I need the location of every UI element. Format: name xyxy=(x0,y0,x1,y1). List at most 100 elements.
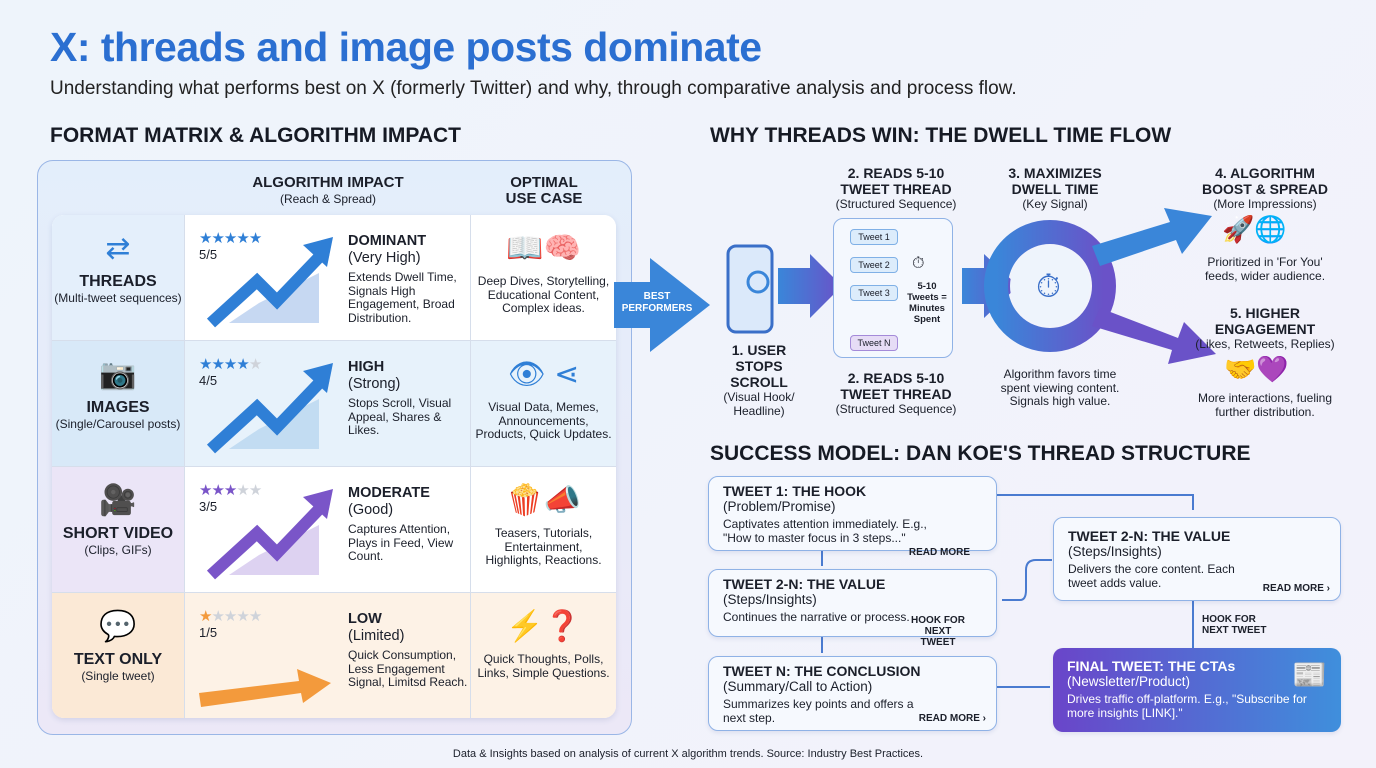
format-row-threads: ⇄ THREADS(Multi-tweet sequences) ★★★★★5/5… xyxy=(52,215,616,341)
mini-tweet-2: Tweet 2 xyxy=(850,257,898,273)
star-empty-icon: ★ xyxy=(236,608,249,625)
popcorn-megaphone-icon: 🍿📣 xyxy=(506,484,581,517)
flow-step-3-note: Algorithm favors time spent viewing cont… xyxy=(1000,367,1120,408)
star-empty-icon: ★ xyxy=(248,482,262,499)
model-tweet-value-right: TWEET 2-N: THE VALUE(Steps/Insights)Deli… xyxy=(1053,517,1341,601)
rating-stars: ★★★★★ xyxy=(199,229,262,247)
stopwatch-chart-icon: ⏱ xyxy=(1036,268,1061,304)
trend-arrow-icon xyxy=(206,363,333,454)
flow-heading: WHY THREADS WIN: THE DWELL TIME FLOW xyxy=(710,124,1172,147)
format-sub: (Single/Carousel posts) xyxy=(55,417,181,431)
format-name: SHORT VIDEO xyxy=(62,525,174,542)
model-tweet-conclusion: TWEET N: THE CONCLUSION(Summary/Call to … xyxy=(708,656,997,731)
star-filled-icon: ★ xyxy=(223,482,237,499)
trend-arrow-icon xyxy=(206,237,333,328)
star-filled-icon: ★ xyxy=(248,230,262,247)
use-case-text: Teasers, Tutorials, Entertainment, Highl… xyxy=(485,526,602,567)
star-filled-icon: ★ xyxy=(199,230,212,247)
thread-sequence-card: Tweet 1 Tweet 2 Tweet 3 Tweet N ⏱ 5-10 T… xyxy=(833,218,953,358)
impact-level: DOMINANT(Very High) xyxy=(348,233,427,266)
usecase-header-line1: OPTIMAL xyxy=(510,174,578,191)
speech-bubble-icon: 💬 xyxy=(99,610,137,643)
star-empty-icon: ★ xyxy=(248,608,262,625)
flow-step-3: 3. MAXIMIZES DWELL TIME(Key Signal) xyxy=(1008,165,1102,211)
flow-step-4-note: Prioritized in 'For You' feeds, wider au… xyxy=(1204,255,1326,283)
mini-tweet-n: Tweet N xyxy=(850,335,898,351)
format-sub: (Multi-tweet sequences) xyxy=(54,291,182,305)
rating-score: 4/5 xyxy=(199,373,218,388)
flow-step-1: 1. USER STOPS SCROLL(Visual Hook/ Headli… xyxy=(723,342,795,418)
format-name: IMAGES xyxy=(86,399,150,416)
star-empty-icon: ★ xyxy=(211,608,224,625)
page-subtitle: Understanding what performs best on X (f… xyxy=(50,78,1017,99)
hook-next-tweet-label: HOOK FOR NEXT TWEET xyxy=(1202,614,1267,636)
impact-level: LOW(Limited) xyxy=(348,611,405,644)
impact-description: Captures Attention, Plays in Feed, View … xyxy=(348,522,454,563)
star-filled-icon: ★ xyxy=(236,230,249,247)
flat-arrow-icon xyxy=(199,669,331,707)
read-more-link[interactable]: READ MORE xyxy=(908,547,970,558)
star-filled-icon: ★ xyxy=(223,356,237,373)
flow-step-2-bottom: 2. READS 5-10 TWEET THREAD(Structured Se… xyxy=(835,370,957,416)
impact-description: Stops Scroll, Visual Appeal, Shares & Li… xyxy=(348,396,452,437)
thread-flow-icon: ⇄ xyxy=(105,232,131,265)
stopwatch-icon: ⏱ xyxy=(912,255,925,272)
star-filled-icon: ★ xyxy=(199,482,212,499)
use-case-text: Deep Dives, Storytelling, Educational Co… xyxy=(477,274,610,315)
star-filled-icon: ★ xyxy=(199,356,212,373)
handshake-heart-icon: 🤝💜 xyxy=(1224,354,1289,384)
best-performers-arrow xyxy=(614,258,710,352)
hook-next-tweet-label: HOOK FOR NEXT TWEET xyxy=(911,615,965,648)
impact-header-label: ALGORITHM IMPACT xyxy=(252,174,404,191)
model-tweet-hook: TWEET 1: THE HOOK(Problem/Promise)Captiv… xyxy=(708,476,997,558)
star-filled-icon: ★ xyxy=(211,356,224,373)
camera-icon: 📷 xyxy=(99,358,137,391)
star-empty-icon: ★ xyxy=(223,608,237,625)
read-more-link[interactable]: READ MORE › xyxy=(918,713,986,724)
impact-level: HIGH(Strong) xyxy=(348,359,401,392)
impact-description: Quick Consumption, Less Engagement Signa… xyxy=(348,648,468,689)
format-name: TEXT ONLY xyxy=(73,651,163,668)
success-model-heading: SUCCESS MODEL: DAN KOE'S THREAD STRUCTUR… xyxy=(710,442,1251,465)
rating-score: 1/5 xyxy=(199,625,218,640)
usecase-header-line2: USE CASE xyxy=(505,190,583,207)
use-case-text: Quick Thoughts, Polls, Links, Simple Que… xyxy=(477,652,610,680)
star-filled-icon: ★ xyxy=(199,608,212,625)
model-connectors xyxy=(821,494,1194,688)
mini-tweet-1: Tweet 1 xyxy=(850,229,898,245)
flow-step-5-note: More interactions, fueling further distr… xyxy=(1197,391,1333,419)
star-empty-icon: ★ xyxy=(236,482,249,499)
star-empty-icon: ★ xyxy=(248,356,262,373)
use-case-text: Visual Data, Memes, Announcements, Produ… xyxy=(475,400,612,441)
read-more-link[interactable]: READ MORE › xyxy=(1262,583,1330,594)
impact-column-header: ALGORITHM IMPACT(Reach & Spread) xyxy=(228,175,428,207)
video-camera-icon: 🎥 xyxy=(99,484,137,517)
page-title: X: threads and image posts dominate xyxy=(50,24,762,70)
star-filled-icon: ★ xyxy=(223,230,237,247)
format-sub: (Single tweet) xyxy=(81,669,155,683)
eye-share-icon: 👁 ⋖ xyxy=(507,358,580,391)
model-final-tweet: FINAL TWEET: THE CTAs(Newsletter/Product… xyxy=(1053,648,1341,732)
format-matrix-table: ⇄THREADS(Multi-tweet sequences) ★★★★★5/5… xyxy=(52,215,616,718)
rating-score: 3/5 xyxy=(199,499,218,514)
book-brain-icon: 📖🧠 xyxy=(506,232,581,265)
format-name: THREADS xyxy=(79,273,157,290)
newsletter-icon: 📰 xyxy=(1292,659,1327,690)
flow-step-5: 5. HIGHER ENGAGEMENT(Likes, Retweets, Re… xyxy=(1195,305,1335,351)
impact-description: Extends Dwell Time, Signals High Engagem… xyxy=(348,270,457,325)
best-performers-label: BEST PERFORMERS xyxy=(621,291,693,314)
format-sub: (Clips, GIFs) xyxy=(84,543,152,557)
format-matrix-heading: FORMAT MATRIX & ALGORITHM IMPACT xyxy=(50,124,461,147)
impact-header-sub: (Reach & Spread) xyxy=(279,192,377,206)
rating-stars: ★★★★★ xyxy=(199,481,262,499)
mini-tweet-3: Tweet 3 xyxy=(850,285,898,301)
dwell-flow-graphic xyxy=(726,208,1216,364)
rating-stars: ★★★★★ xyxy=(199,607,262,625)
trend-arrow-icon xyxy=(206,489,333,580)
model-tweet-value: TWEET 2-N: THE VALUE(Steps/Insights)Cont… xyxy=(708,569,997,648)
rating-score: 5/5 xyxy=(199,247,218,262)
